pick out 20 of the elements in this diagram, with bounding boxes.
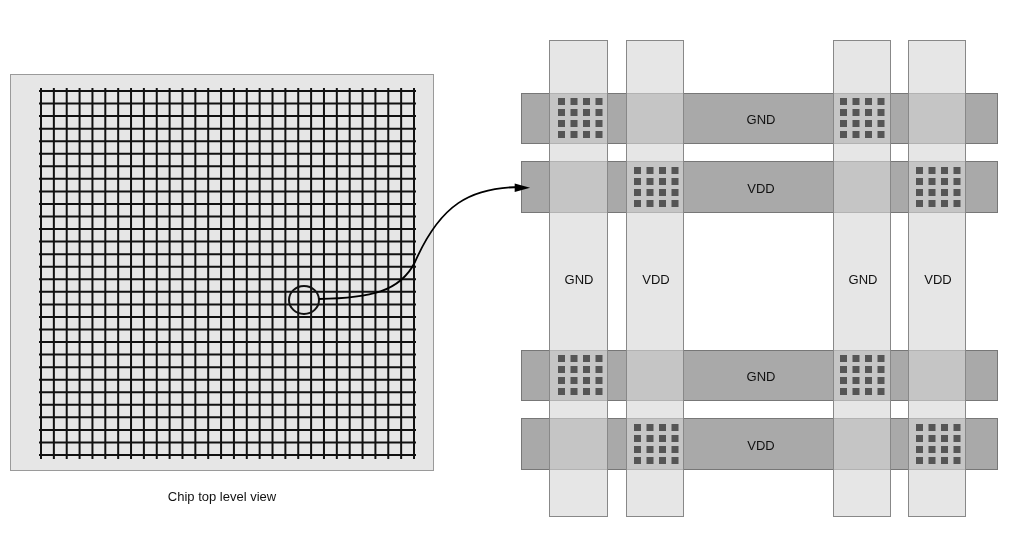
vertical-power-strap xyxy=(549,40,608,517)
arrow xyxy=(318,183,531,300)
net-label: VDD xyxy=(924,271,952,287)
horizontal-power-strap xyxy=(521,418,998,470)
net-label: VDD xyxy=(747,180,775,196)
horizontal-power-strap xyxy=(521,93,998,144)
net-label: VDD xyxy=(642,271,670,287)
node-label: Chip top level view xyxy=(167,489,277,504)
net-label: GND xyxy=(848,271,878,287)
horizontal-power-strap xyxy=(521,161,998,213)
chip-outline xyxy=(10,74,434,471)
net-label: GND xyxy=(564,271,594,287)
vertical-power-strap xyxy=(908,40,966,517)
net-label: GND xyxy=(746,368,776,384)
net-label: GND xyxy=(746,111,776,127)
highlight-circle xyxy=(288,285,320,315)
vertical-power-strap xyxy=(626,40,684,517)
vertical-power-strap xyxy=(833,40,891,517)
net-label: VDD xyxy=(747,437,775,453)
horizontal-power-strap xyxy=(521,350,998,401)
